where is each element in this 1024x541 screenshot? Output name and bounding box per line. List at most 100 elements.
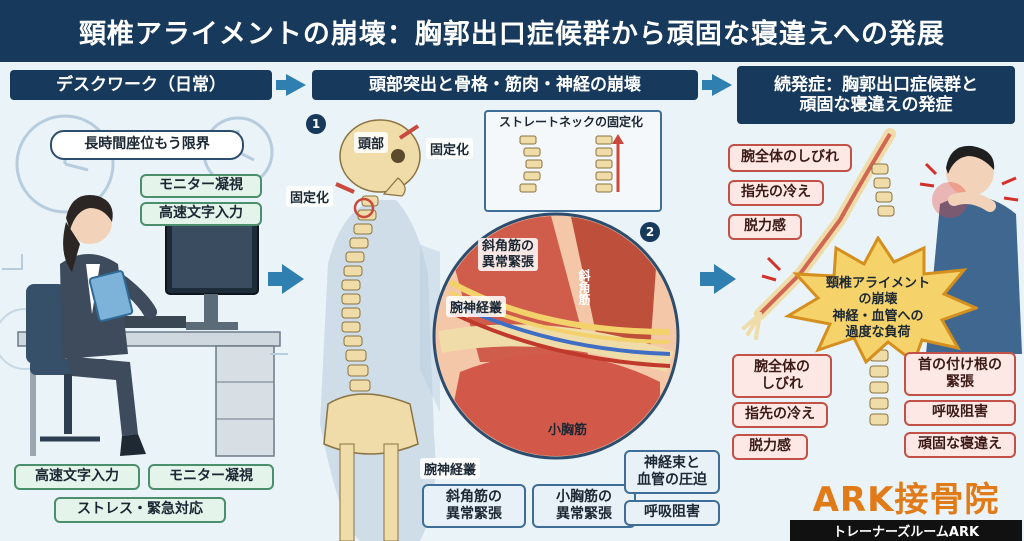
flow-arrow-1 <box>282 264 304 294</box>
label-brachial-plexus-top: 腕神経叢 <box>446 296 507 317</box>
callout-breathing-middle-text: 呼吸阻害 <box>644 504 700 521</box>
callout-scalene-tension-l1: 斜角筋の <box>446 488 502 505</box>
red-pressure-arrow <box>398 124 420 140</box>
symptom-neck-base-tension-l1: 首の付け根の <box>918 356 1002 373</box>
section-header-right-line2: 頑固な寝違えの発症 <box>799 95 953 115</box>
speech-bubble-text: 長時間座位もう限界 <box>84 136 210 153</box>
straight-neck-inset <box>484 110 662 212</box>
section-header-right-line1: 続発症：胸郭出口症候群と <box>774 74 978 95</box>
thoracic-outlet-zoom <box>420 212 680 460</box>
flow-arrow-2-stem <box>700 272 716 286</box>
brand-subtitle: トレーナーズルームARK <box>790 520 1022 541</box>
section-header-middle-text: 頭部突出と骨格・筋肉・神経の崩壊 <box>369 74 641 95</box>
symptom-neck-base-tension: 首の付け根の 緊張 <box>904 352 1016 396</box>
symptom-arm-numbness-text: 腕全体のしびれ <box>741 149 839 166</box>
callout-nerve-compression-l2: 血管の圧迫 <box>637 472 707 488</box>
symptom-cold-fingers: 指先の冷え <box>728 180 824 206</box>
tag-fast-typing: 高速文字入力 <box>140 202 262 226</box>
desk-drawer <box>215 345 275 457</box>
symptom-arm-numbness-2: 腕全体の しびれ <box>732 354 832 398</box>
burst-line2: の崩壊 <box>858 292 898 308</box>
step-number-2: 2 <box>640 222 660 242</box>
page-title: 頸椎アライメントの崩壊：胸郭出口症候群から頑固な寝違えへの発展 <box>0 0 1024 62</box>
bottom-tag-stress: ストレス・緊急対応 <box>54 497 226 523</box>
label-fixation-a-text: 固定化 <box>430 143 470 158</box>
symptom-stiff-neck: 頑固な寝違え <box>904 432 1016 458</box>
header-arrow-2 <box>712 74 732 96</box>
symptom-neck-base-tension-l2: 緊張 <box>946 374 974 390</box>
symptom-cold-fingers-2: 指先の冷え <box>732 402 828 428</box>
label-brachial-plexus-top-text: 腕神経叢 <box>450 301 503 316</box>
label-head-text: 頭部 <box>358 137 385 152</box>
label-fixation-b: 固定化 <box>286 186 334 207</box>
brachial-plexus <box>448 279 671 335</box>
callout-pectoralis-tension-l2: 異常緊張 <box>556 506 612 522</box>
label-pectoralis-minor-text: 小胸筋 <box>548 423 588 438</box>
brand-subtitle-text: トレーナーズルームARK <box>832 525 980 540</box>
symptom-weakness-2-text: 脱力感 <box>749 438 791 455</box>
wall-clock-icon <box>15 114 115 214</box>
tag-monitor-stare: モニター凝視 <box>140 174 262 198</box>
burst-line3: 神経・血管への <box>832 308 924 324</box>
straight-neck-title: ストレートネックの固定化 <box>484 113 658 130</box>
speech-bubble-sitting-limit: 長時間座位もう限界 <box>50 130 244 160</box>
burst-line1: 頸椎アライメント <box>825 276 930 291</box>
label-fixation-a: 固定化 <box>426 138 474 159</box>
bottom-tag-monitor-stare-text: モニター凝視 <box>169 468 253 485</box>
label-scalene-tension-top: 斜角筋の異常緊張 <box>478 238 539 272</box>
body-silhouette <box>320 200 436 541</box>
section-header-left-text: デスクワーク（日常） <box>56 74 226 95</box>
clipboard <box>88 270 134 322</box>
tag-fast-typing-text: 高速文字入力 <box>159 205 243 222</box>
burst-text: 頸椎アライメント の崩壊 神経・血管への 過度な負荷 <box>806 276 950 341</box>
label-scalene-tension-top-l2: 異常緊張 <box>482 254 535 270</box>
callout-breathing-middle: 呼吸阻害 <box>624 500 720 526</box>
label-brachial-plexus-bottom-text: 腕神経叢 <box>424 463 477 478</box>
label-head: 頭部 <box>354 132 389 153</box>
keyboard <box>118 316 186 328</box>
pain-marks <box>761 162 1019 282</box>
office-chair <box>26 284 66 364</box>
spine <box>341 195 379 392</box>
step-number-1: 1 <box>306 114 326 134</box>
symptom-weakness: 脱力感 <box>728 214 802 240</box>
callout-scalene-tension: 斜角筋の 異常緊張 <box>422 484 526 528</box>
symptom-weakness-2: 脱力感 <box>732 434 808 460</box>
callout-nerve-compression: 神経束と 血管の圧迫 <box>624 450 720 494</box>
step-number-1-text: 1 <box>311 117 321 131</box>
callout-scalene-tension-l2: 異常緊張 <box>446 506 502 522</box>
bottom-tag-monitor-stare: モニター凝視 <box>148 464 274 490</box>
label-brachial-plexus-bottom: 腕神経叢 <box>420 458 481 479</box>
man-head <box>946 148 994 196</box>
neck-highlight <box>353 197 375 219</box>
label-fixation-b-text: 固定化 <box>290 191 330 206</box>
pectoralis-minor <box>440 354 660 456</box>
skeleton-illustration <box>320 119 436 541</box>
bottom-tag-fast-typing: 高速文字入力 <box>14 464 140 490</box>
pelvis <box>323 393 419 455</box>
tag-monitor-stare-text: モニター凝視 <box>159 177 243 194</box>
symptom-arm-numbness: 腕全体のしびれ <box>728 144 852 172</box>
straight-neck-diagram <box>519 134 624 193</box>
flow-arrow-2 <box>714 264 736 294</box>
label-pectoralis-minor: 小胸筋 <box>544 418 591 439</box>
section-header-middle: 頭部突出と骨格・筋肉・神経の崩壊 <box>312 70 698 100</box>
callout-nerve-compression-l1: 神経束と <box>644 454 700 471</box>
bottom-tag-fast-typing-text: 高速文字入力 <box>35 468 119 485</box>
symptom-breathing-text: 呼吸阻害 <box>932 404 988 421</box>
symptom-stiff-neck-text: 頑固な寝違え <box>918 436 1002 453</box>
section-header-left: デスクワーク（日常） <box>10 70 272 100</box>
step-number-2-text: 2 <box>645 225 655 239</box>
symptom-arm-numbness-2-l2: しびれ <box>761 376 803 392</box>
symptom-arm-numbness-2-l1: 腕全体の <box>754 358 810 375</box>
alignment-collapse-burst <box>783 236 978 364</box>
flow-arrow-1-stem <box>268 272 284 286</box>
desk-worker-illustration <box>0 114 288 457</box>
symptom-cold-fingers-2-text: 指先の冷え <box>745 406 815 423</box>
section-header-right: 続発症：胸郭出口症候群と 頑固な寝違えの発症 <box>737 66 1015 124</box>
header-arrow-1 <box>286 74 306 96</box>
symptom-weakness-text: 脱力感 <box>744 218 786 235</box>
symptom-cold-fingers-text: 指先の冷え <box>741 184 811 201</box>
callout-pectoralis-tension: 小胸筋の 異常緊張 <box>532 484 636 528</box>
label-scalene-muscle: 斜角筋 <box>572 268 597 306</box>
